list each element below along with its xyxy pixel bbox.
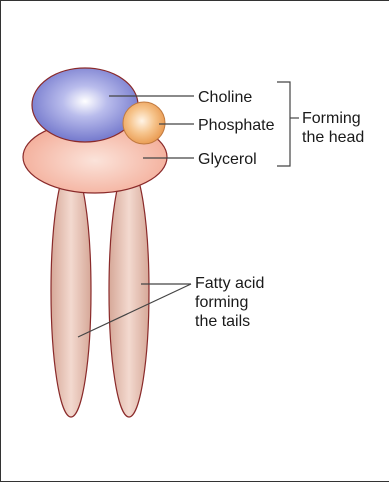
head-bracket xyxy=(277,82,290,166)
fatty-acid-label-line2: forming xyxy=(195,294,248,311)
choline-label: Choline xyxy=(198,89,252,106)
phosphate-shape xyxy=(123,102,165,144)
fatty-acid-tail-right xyxy=(109,165,149,417)
glycerol-label: Glycerol xyxy=(198,151,257,168)
fatty-acid-label-line1: Fatty acid xyxy=(195,275,264,292)
fatty-acid-label-line3: the tails xyxy=(195,313,250,330)
phosphate-label: Phosphate xyxy=(198,117,275,134)
forming-head-label-line2: the head xyxy=(302,129,364,146)
forming-head-label-line1: Forming xyxy=(302,110,361,127)
fatty-acid-tail-left xyxy=(51,165,91,417)
choline-shape xyxy=(32,68,138,142)
